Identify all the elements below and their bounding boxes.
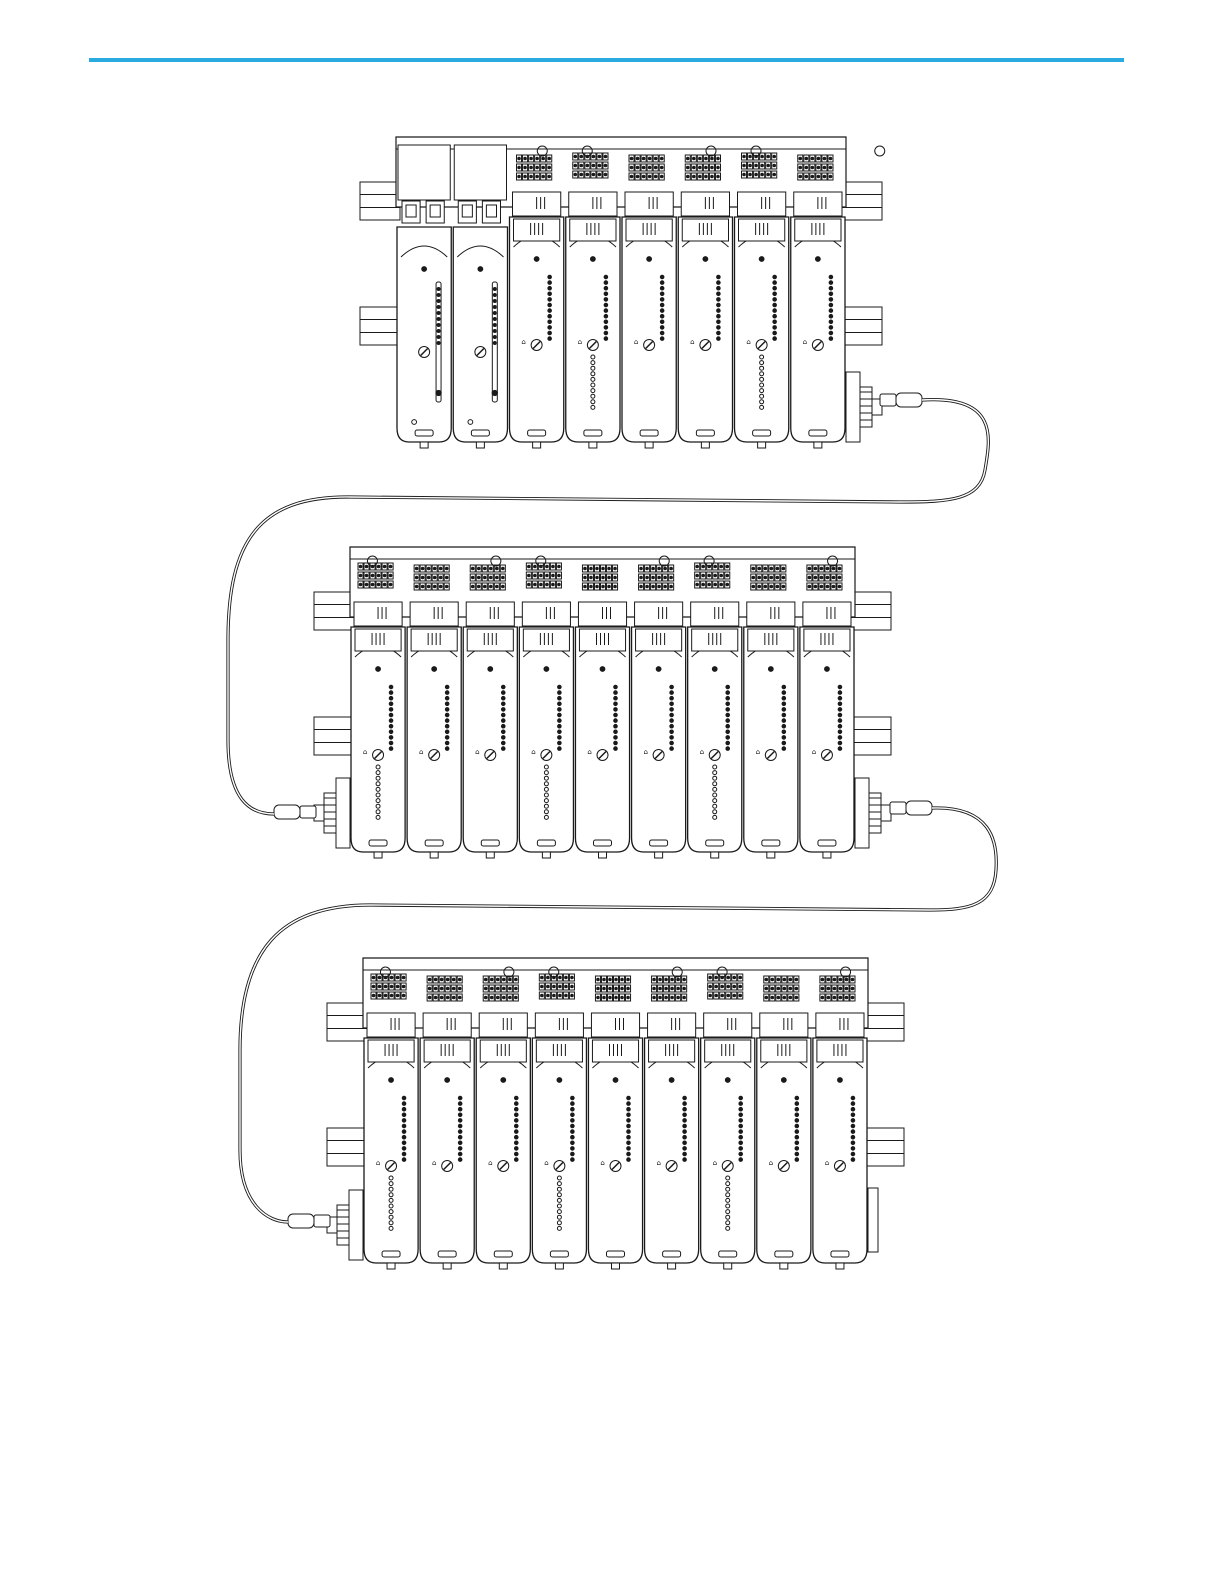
svg-text:⌂: ⌂: [690, 338, 694, 346]
svg-text:⌂: ⌂: [746, 338, 750, 346]
terminal-block: [798, 155, 833, 180]
assembly-1: ⌂ ⌂ ⌂ ⌂ ⌂ ⌂: [360, 137, 922, 448]
io-module: ⌂: [791, 217, 845, 442]
svg-text:⌂: ⌂: [475, 748, 479, 756]
io-module: ⌂: [813, 1038, 867, 1263]
adapter-module: [397, 227, 451, 442]
terminal-block: [414, 565, 449, 590]
svg-text:⌂: ⌂: [700, 748, 704, 756]
terminal-block: [807, 565, 842, 590]
svg-text:⌂: ⌂: [544, 1159, 548, 1167]
cable-connector-left: [314, 778, 350, 848]
svg-text:⌂: ⌂: [713, 1159, 717, 1167]
io-module: ⌂: [351, 627, 405, 852]
svg-text:⌂: ⌂: [488, 1159, 492, 1167]
terminal-block: [371, 974, 406, 999]
svg-text:⌂: ⌂: [825, 1159, 829, 1167]
terminal-block: [708, 974, 743, 999]
terminal-block: [629, 155, 664, 180]
svg-text:⌂: ⌂: [531, 748, 535, 756]
io-module: ⌂: [645, 1038, 699, 1263]
io-module: ⌂: [476, 1038, 530, 1263]
svg-text:⌂: ⌂: [643, 748, 647, 756]
cable-connector-right: [846, 372, 882, 442]
svg-text:⌂: ⌂: [656, 1159, 660, 1167]
io-module: ⌂: [575, 627, 629, 852]
adapter-port-area: [454, 145, 506, 223]
terminal-block: [573, 153, 608, 178]
terminal-block: [652, 976, 687, 1001]
io-module: ⌂: [800, 627, 854, 852]
svg-text:⌂: ⌂: [812, 748, 816, 756]
io-module: ⌂: [632, 627, 686, 852]
terminal-block: [526, 563, 561, 588]
cable-plug-1-out: [880, 393, 922, 407]
io-module: ⌂: [532, 1038, 586, 1263]
io-module: ⌂: [688, 627, 742, 852]
io-module: ⌂: [678, 217, 732, 442]
cable-plug-2-out: [890, 801, 932, 815]
terminal-block: [517, 155, 552, 180]
svg-text:⌂: ⌂: [803, 338, 807, 346]
io-module: ⌂: [364, 1038, 418, 1263]
svg-text:⌂: ⌂: [376, 1159, 380, 1167]
io-module: ⌂: [566, 217, 620, 442]
svg-text:⌂: ⌂: [432, 1159, 436, 1167]
svg-text:⌂: ⌂: [578, 338, 582, 346]
terminal-block: [751, 565, 786, 590]
cable-connector-right: [855, 778, 891, 848]
io-module: ⌂: [407, 627, 461, 852]
svg-text:⌂: ⌂: [419, 748, 423, 756]
terminal-block: [483, 976, 518, 1001]
svg-text:⌂: ⌂: [634, 338, 638, 346]
svg-text:⌂: ⌂: [769, 1159, 773, 1167]
adapter-module: [453, 227, 507, 442]
assembly-3: ⌂ ⌂ ⌂ ⌂ ⌂ ⌂ ⌂ ⌂ ⌂: [288, 958, 904, 1269]
io-module: ⌂: [622, 217, 676, 442]
cable-plug-3-in: [288, 1214, 330, 1228]
io-module: ⌂: [588, 1038, 642, 1263]
svg-text:⌂: ⌂: [363, 748, 367, 756]
terminal-block: [427, 976, 462, 1001]
io-module: ⌂: [519, 627, 573, 852]
terminal-block: [539, 974, 574, 999]
svg-text:⌂: ⌂: [521, 338, 525, 346]
io-module: ⌂: [420, 1038, 474, 1263]
io-module: ⌂: [463, 627, 517, 852]
io-module: ⌂: [701, 1038, 755, 1263]
terminal-block: [595, 976, 630, 1001]
terminal-block: [820, 976, 855, 1001]
terminal-block: [764, 976, 799, 1001]
io-module: ⌂: [735, 217, 789, 442]
terminal-block: [358, 563, 393, 588]
cable-plug-2-in: [274, 805, 316, 819]
io-module: ⌂: [510, 217, 564, 442]
terminal-block: [582, 565, 617, 590]
io-module: ⌂: [757, 1038, 811, 1263]
cable-connector-left: [327, 1190, 363, 1260]
svg-text:⌂: ⌂: [600, 1159, 604, 1167]
svg-text:⌂: ⌂: [756, 748, 760, 756]
assembly-2: ⌂ ⌂ ⌂ ⌂ ⌂ ⌂ ⌂ ⌂ ⌂: [274, 547, 932, 858]
terminal-block: [742, 153, 777, 178]
terminal-block: [639, 565, 674, 590]
adapter-port-area: [398, 145, 450, 223]
terminal-block: [695, 563, 730, 588]
svg-text:⌂: ⌂: [587, 748, 591, 756]
terminal-block: [685, 155, 720, 180]
terminal-block: [470, 565, 505, 590]
io-module: ⌂: [744, 627, 798, 852]
